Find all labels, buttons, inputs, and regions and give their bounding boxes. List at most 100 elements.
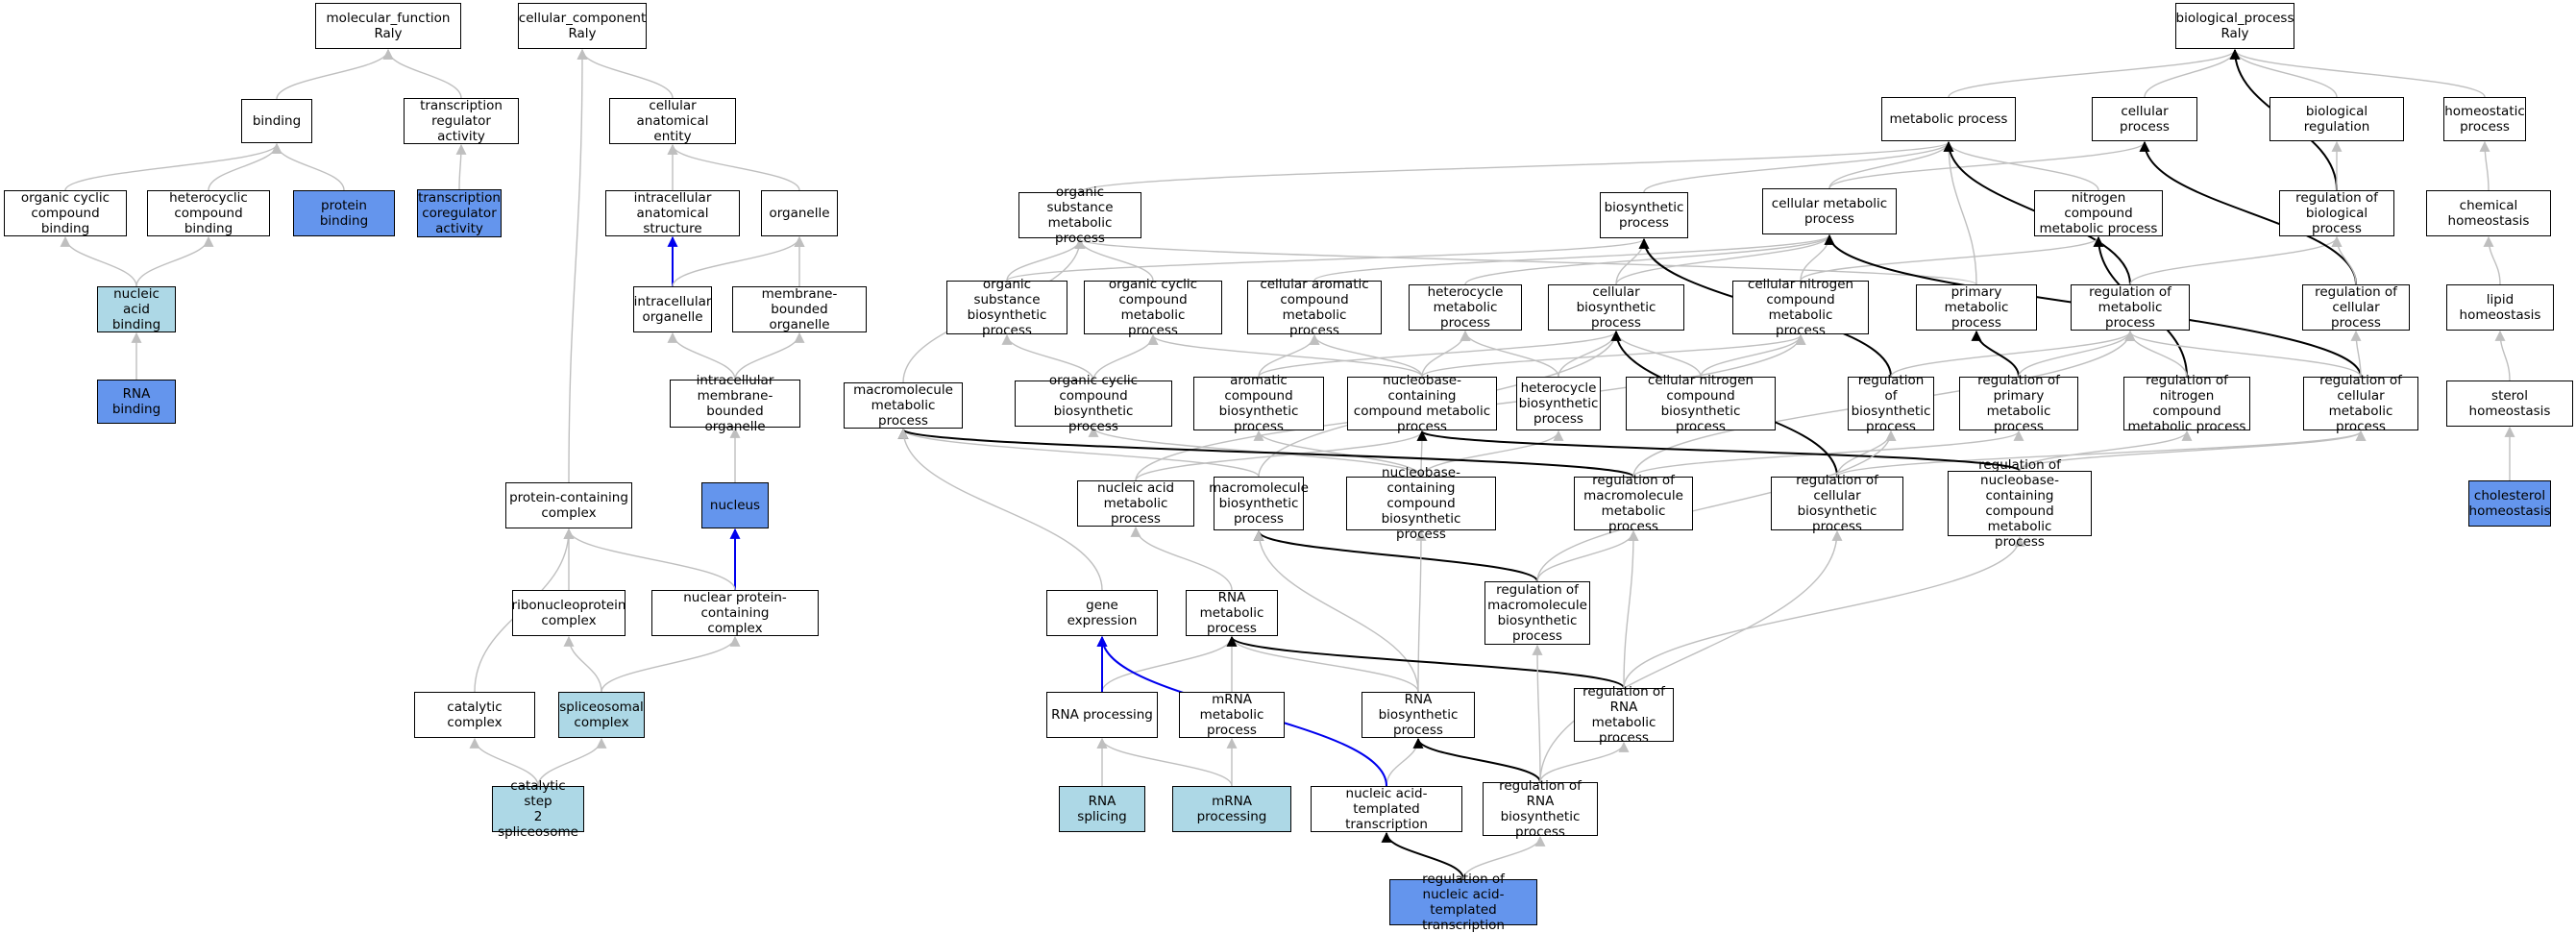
- go-term-node-biosyn[interactable]: biosynthetic process: [1600, 192, 1688, 238]
- go-term-node-chemh[interactable]: chemical homeostasis: [2426, 190, 2551, 236]
- go-term-node-rcmp[interactable]: regulation of cellular metabolic process: [2303, 373, 2418, 434]
- go-term-node-rncmp[interactable]: regulation of nitrogen compound metaboli…: [2123, 373, 2250, 434]
- edge-cbp-to-cmp: [1615, 233, 1835, 285]
- go-term-node-sterh[interactable]: sterol homeostasis: [2446, 381, 2573, 427]
- edge-trcoreg-to-trreg: [455, 143, 467, 190]
- go-term-node-nbcmp[interactable]: nucleobase-containing compound metabolic…: [1347, 373, 1497, 434]
- go-term-node-natt[interactable]: nucleic acid-templated transcription: [1311, 786, 1462, 832]
- go-term-node-cncbp[interactable]: cellular nitrogen compound biosynthetic …: [1626, 373, 1776, 434]
- edge-imbo-to-io: [667, 331, 736, 381]
- go-term-node-hmp[interactable]: heterocycle metabolic process: [1409, 284, 1522, 331]
- edge-splc-to-npcc: [601, 635, 741, 693]
- go-term-node-occb[interactable]: organic cyclic compound binding: [4, 190, 127, 236]
- go-term-node-rbsp[interactable]: regulation of biosynthetic process: [1848, 373, 1934, 434]
- edge-cmp-to-metp: [1828, 140, 1954, 189]
- go-term-node-geneexp[interactable]: gene expression: [1046, 590, 1158, 636]
- edge-imbo-to-mbo: [734, 331, 805, 381]
- go-term-node-rrnamp[interactable]: regulation of RNA metabolic process: [1574, 684, 1674, 746]
- edge-occb-to-binding: [64, 142, 282, 191]
- go-term-node-cbp[interactable]: cellular biosynthetic process: [1548, 284, 1684, 331]
- go-term-node-binding[interactable]: binding: [241, 99, 312, 143]
- edge-namp-to-nbcmp: [1135, 430, 1428, 481]
- go-term-node-mmp[interactable]: macromolecule metabolic process: [844, 382, 963, 429]
- go-term-node-nab[interactable]: nucleic acid binding: [97, 286, 176, 332]
- go-term-node-ncmp[interactable]: nitrogen compound metabolic process: [2034, 190, 2163, 236]
- go-term-node-occbp[interactable]: organic cyclic compound biosynthetic pro…: [1015, 373, 1172, 434]
- go-term-node-mf[interactable]: molecular_function Raly: [315, 3, 461, 49]
- go-term-node-rnaproc[interactable]: RNA processing: [1046, 692, 1158, 738]
- edge-hmp-to-cmp: [1464, 233, 1835, 285]
- go-term-node-acbp[interactable]: aromatic compound biosynthetic process: [1193, 373, 1324, 434]
- go-term-node-cc[interactable]: cellular_component Raly: [518, 3, 647, 49]
- go-term-node-rbp[interactable]: regulation of biological process: [2279, 190, 2394, 236]
- edge-rnabp-to-rnamp: [1226, 635, 1419, 693]
- go-term-node-trreg[interactable]: transcription regulator activity: [404, 98, 519, 144]
- edge-rnabp-to-nbcbp: [1415, 529, 1427, 693]
- go-term-node-cncmp[interactable]: cellular nitrogen compound metabolic pro…: [1732, 277, 1869, 338]
- go-term-node-nbcbp[interactable]: nucleobase-containing compound biosynthe…: [1346, 465, 1496, 542]
- edge-pmp-to-osmp: [1074, 237, 1977, 285]
- go-term-node-occmp[interactable]: organic cyclic compound metabolic proces…: [1084, 277, 1222, 338]
- go-term-node-hbp[interactable]: heterocycle biosynthetic process: [1516, 377, 1601, 430]
- edge-rcp-to-cellp: [2139, 140, 2357, 285]
- edge-homeo-to-bp: [2229, 48, 2486, 98]
- go-term-node-rmmp[interactable]: regulation of macromolecule metabolic pr…: [1574, 473, 1693, 534]
- go-term-node-mbp[interactable]: macromolecule biosynthetic process: [1209, 477, 1309, 530]
- go-term-node-cae[interactable]: cellular anatomical entity: [609, 98, 736, 144]
- go-term-node-bp[interactable]: biological_process Raly: [2175, 3, 2294, 49]
- go-term-node-trcoreg[interactable]: transcription coregulator activity: [417, 189, 502, 237]
- edge-io-to-organelle: [672, 235, 805, 287]
- go-term-node-splc[interactable]: spliceosomal complex: [558, 692, 645, 738]
- go-term-node-mrnaproc[interactable]: mRNA processing: [1172, 786, 1291, 832]
- go-term-node-rnbcmp[interactable]: regulation of nucleobase-containing comp…: [1948, 457, 2092, 550]
- go-term-node-cs2[interactable]: catalytic step 2 spliceosome: [492, 778, 584, 840]
- go-term-node-rnatt[interactable]: regulation of nucleic acid-templated tra…: [1389, 872, 1537, 933]
- go-term-node-ias[interactable]: intracellular anatomical structure: [605, 190, 740, 236]
- go-term-node-rpmp[interactable]: regulation of primary metabolic process: [1959, 373, 2078, 434]
- edge-nbcmp-to-occmp: [1147, 333, 1423, 378]
- go-term-node-rnasplice[interactable]: RNA splicing: [1059, 786, 1145, 832]
- go-term-node-nucleus[interactable]: nucleus: [701, 482, 769, 528]
- go-term-node-osbp[interactable]: organic substance biosynthetic process: [946, 277, 1067, 338]
- edge-cmp-to-cellp: [1828, 140, 2150, 189]
- go-term-node-breg[interactable]: biological regulation: [2269, 97, 2404, 141]
- go-term-node-liph[interactable]: lipid homeostasis: [2446, 284, 2554, 331]
- go-term-node-protbind[interactable]: protein binding: [293, 190, 395, 236]
- go-term-node-metp[interactable]: metabolic process: [1881, 97, 2016, 141]
- go-term-node-rnabp[interactable]: RNA biosynthetic process: [1362, 692, 1475, 738]
- go-term-node-rrnabp[interactable]: regulation of RNA biosynthetic process: [1483, 778, 1598, 840]
- go-term-node-cacmp[interactable]: cellular aromatic compound metabolic pro…: [1247, 277, 1382, 338]
- go-term-node-rmp[interactable]: regulation of metabolic process: [2071, 284, 2190, 331]
- go-term-node-rnab[interactable]: RNA binding: [97, 380, 176, 424]
- go-term-node-namp[interactable]: nucleic acid metabolic process: [1077, 480, 1194, 527]
- go-term-node-hcb[interactable]: heterocyclic compound binding: [147, 190, 270, 236]
- go-term-node-pmp[interactable]: primary metabolic process: [1916, 284, 2037, 331]
- go-term-node-mrnamp[interactable]: mRNA metabolic process: [1179, 692, 1285, 738]
- go-term-node-imbo[interactable]: intracellular membrane-bounded organelle: [670, 373, 800, 434]
- go-term-node-rnp[interactable]: ribonucleoprotein complex: [512, 590, 626, 636]
- go-term-node-rmbp[interactable]: regulation of macromolecule biosynthetic…: [1484, 581, 1590, 645]
- edge-nbcbp-to-acbp: [1253, 430, 1422, 478]
- go-term-node-homeo[interactable]: homeostatic process: [2443, 97, 2526, 141]
- go-term-node-pcc[interactable]: protein-containing complex: [505, 482, 632, 528]
- edge-cs2-to-splc: [537, 737, 607, 787]
- edge-rrnamp-to-rnbcmp: [1623, 535, 2025, 689]
- edge-rpmp-to-pmp: [1971, 330, 2020, 378]
- go-term-node-rcbp[interactable]: regulation of cellular biosynthetic proc…: [1771, 473, 1903, 534]
- edge-osbp-to-biosyn: [1006, 237, 1650, 282]
- edge-rnbcmp-to-rncmp: [2019, 430, 2193, 472]
- go-term-node-osmp[interactable]: organic substance metabolic process: [1018, 184, 1141, 246]
- go-term-node-io[interactable]: intracellular organelle: [633, 286, 712, 332]
- go-term-node-rcp[interactable]: regulation of cellular process: [2302, 284, 2410, 331]
- edge-rmbp-to-rbsp: [1536, 430, 1897, 582]
- go-term-node-mbo[interactable]: membrane-bounded organelle: [732, 286, 867, 332]
- go-term-node-cmp[interactable]: cellular metabolic process: [1762, 188, 1897, 234]
- go-term-node-rnamp[interactable]: RNA metabolic process: [1186, 590, 1278, 636]
- go-term-node-organelle[interactable]: organelle: [761, 190, 838, 236]
- go-term-node-catc[interactable]: catalytic complex: [414, 692, 535, 738]
- go-term-node-npcc[interactable]: nuclear protein-containing complex: [651, 590, 819, 636]
- go-term-node-cellp[interactable]: cellular process: [2092, 97, 2197, 141]
- go-term-node-cholh[interactable]: cholesterol homeostasis: [2468, 480, 2551, 527]
